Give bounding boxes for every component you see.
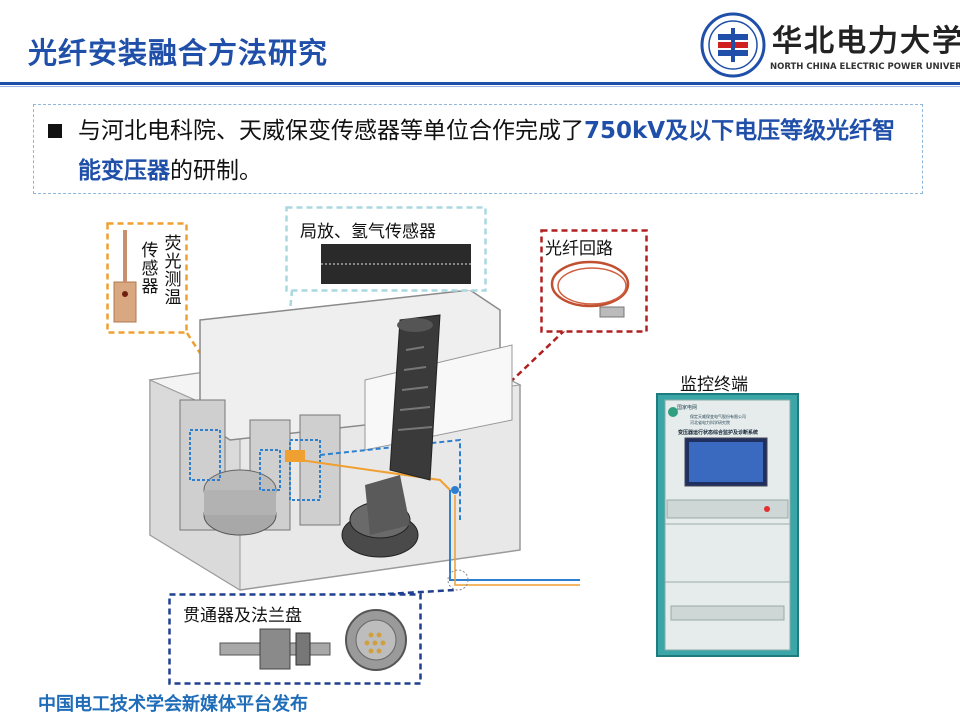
bullet-highlight: 750kV及以下电压等级光纤智能变压器 <box>78 118 896 184</box>
terminal-unit1: 保定天威保变电气股份有限公司 <box>690 414 746 419</box>
bullet-text-after: 的研制。 <box>170 158 262 184</box>
terminal-label: 监控终端 <box>680 375 748 395</box>
page-title: 光纤安装融合方法研究 <box>28 36 329 70</box>
pd-sensor-callout-box <box>285 206 487 292</box>
bullet-text: 与河北电科院、天威保变传感器等单位合作完成了750kV及以下电压等级光纤智能变压… <box>78 111 918 191</box>
fiber-loop-label: 光纤回路 <box>545 239 613 259</box>
fluorescent-sensor-label-col1: 传感器 <box>140 242 160 296</box>
logo-english-name: NORTH CHINA ELECTRIC POWER UNIVERSITY <box>770 62 960 72</box>
monitoring-terminal-cabinet <box>656 393 799 657</box>
vertical-label-char: 感 <box>141 259 159 279</box>
penetrator-label: 贯通器及法兰盘 <box>183 606 302 626</box>
logo-chinese-name: 华北电力大学 <box>772 24 960 59</box>
university-logo: 华北电力大学 NORTH CHINA ELECTRIC POWER UNIVER… <box>698 10 960 80</box>
vertical-label-char: 器 <box>141 277 159 297</box>
terminal-unit2: 河北省电力科学研究院 <box>690 420 730 425</box>
ncepu-emblem-icon <box>700 12 766 78</box>
bullet-square-icon <box>48 124 62 138</box>
terminal-system-name: 变压器运行状态综合监护及诊断系统 <box>678 430 759 436</box>
vertical-label-char: 荧 <box>164 234 182 254</box>
footer-publisher: 中国电工技术学会新媒体平台发布 <box>38 694 308 715</box>
vertical-label-char: 传 <box>141 241 159 261</box>
fluorescent-sensor-label-col2: 荧光测温 <box>163 235 183 307</box>
vertical-label-char: 测 <box>164 270 182 290</box>
fiber-loop-callout-box <box>540 229 648 333</box>
fluorescent-sensor-callout-box <box>106 222 188 334</box>
vertical-label-char: 温 <box>164 288 182 308</box>
title-divider <box>0 82 960 85</box>
bullet-box: 与河北电科院、天威保变传感器等单位合作完成了750kV及以下电压等级光纤智能变压… <box>33 104 923 194</box>
terminal-brand: 国家电网 <box>677 405 698 411</box>
transformer-illustration <box>148 290 580 591</box>
bullet-text-before: 与河北电科院、天威保变传感器等单位合作完成了 <box>78 118 584 144</box>
pd-sensor-label: 局放、氢气传感器 <box>300 222 436 242</box>
title-divider-thin <box>0 86 960 87</box>
vertical-label-char: 光 <box>164 252 182 272</box>
penetrator-callout-box <box>168 593 422 685</box>
